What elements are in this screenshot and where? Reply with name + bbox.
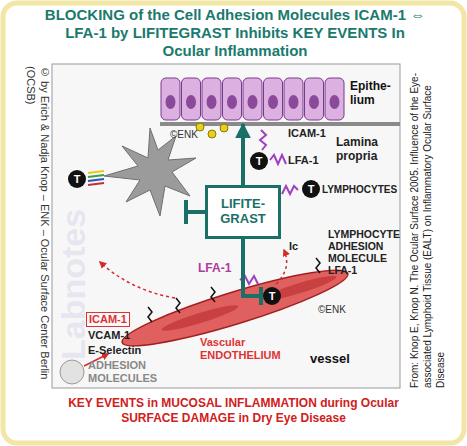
title: BLOCKING of the Cell Adhesion Molecules …	[40, 6, 430, 60]
dendritic-cell	[104, 128, 196, 216]
group-label: ADHESION MOLECULES	[88, 359, 166, 384]
cell-nucleus	[309, 95, 319, 109]
epithelial-cell	[223, 78, 242, 120]
adhesion-zigzag	[211, 287, 215, 302]
node-label-holder: Epithe- lium	[350, 79, 400, 108]
cell-body	[243, 78, 262, 120]
epithelium-layer: Epithe- lium	[160, 76, 400, 124]
caption: KEY EVENTS in MUCOSAL INFLAMMATION durin…	[60, 396, 407, 426]
copyright-note: © by Erich & Nadja Knop – ENK – Ocular S…	[18, 66, 52, 388]
node-text: Epithe- lium	[350, 79, 400, 108]
cell-body	[264, 78, 283, 120]
epithelial-cell	[264, 78, 283, 120]
cell-nucleus	[289, 95, 299, 109]
cell-label: LYMPHOCYTES	[322, 184, 398, 196]
lfa-zigzag	[270, 155, 286, 164]
inhibition-connector	[241, 124, 245, 185]
cell-nucleus	[186, 95, 196, 109]
copyright-mark: ©ENK	[318, 304, 358, 316]
molecule-label: VCAM-1	[88, 329, 148, 342]
watermark: Labnotes	[54, 140, 100, 360]
cell-nucleus	[227, 95, 237, 109]
antigen-signal	[88, 175, 104, 177]
epithelial-cell	[305, 78, 324, 120]
figure-panel	[52, 64, 400, 388]
node-text: LIFITE- GRAST	[208, 197, 278, 227]
molecule-label: LFA-1	[288, 154, 328, 167]
epithelial-cell	[243, 78, 262, 120]
cell-nucleus	[166, 95, 176, 109]
block-line	[186, 210, 205, 214]
epithelial-cells	[160, 76, 348, 122]
inhibition-connector	[243, 239, 261, 296]
cell-nucleus	[207, 95, 217, 109]
block-bar	[184, 200, 188, 224]
node-text: T	[308, 183, 315, 195]
lymphocyte-cell: T	[302, 180, 320, 198]
cell-body	[305, 78, 324, 120]
tissue-label: Vascular ENDOTHELIUM	[200, 336, 292, 361]
endothelial-cell	[160, 302, 239, 335]
adhesion-zigzag	[316, 258, 320, 273]
migration-arrow	[100, 262, 175, 298]
migration-arrow	[276, 250, 287, 284]
antigen-signal	[88, 171, 104, 173]
antigen-signal	[88, 183, 104, 185]
lymphocyte-cell: T	[68, 170, 86, 188]
icam-dot	[208, 130, 216, 138]
epithelial-cell	[284, 78, 303, 120]
cell-label: Ic	[289, 240, 309, 253]
molecule-label: E-Selectin	[88, 344, 158, 357]
block-bar	[259, 287, 263, 305]
molecule-label: LYMPHOCYTE ADHESION MOLECULE LFA-1	[328, 228, 400, 276]
epithelial-cell	[325, 78, 344, 120]
source-citation: From: Knop E, Knop N. The Ocular Surface…	[408, 66, 460, 388]
drug-box: LIFITE- GRAST	[205, 185, 281, 239]
connector-group	[243, 239, 261, 305]
cell-body	[182, 78, 201, 120]
molecule-label: ICAM-1	[86, 312, 130, 327]
lymphocyte-cell: T	[250, 152, 268, 170]
outer-frame	[3, 3, 464, 443]
node-text: T	[74, 173, 81, 185]
lfa-zigzag	[260, 130, 266, 150]
molecule-label: LFA-1	[198, 262, 238, 276]
molecule-label: ICAM-1	[288, 127, 338, 140]
epithelial-cell	[182, 78, 201, 120]
copyright-mark: ©ENK	[170, 129, 210, 141]
cell-body	[161, 78, 180, 120]
cell-nucleus	[330, 95, 340, 109]
tissue-label: Lamina propria	[336, 136, 394, 164]
cell-nucleus	[268, 95, 278, 109]
lymphocyte-cell: T	[263, 287, 281, 305]
connector-group	[243, 124, 244, 185]
node-text: T	[269, 290, 276, 302]
adhesion-zigzag	[148, 307, 152, 322]
icam-dot	[220, 124, 228, 132]
lfa-zigzag	[282, 186, 298, 194]
lfa-zigzag	[240, 276, 258, 284]
cell-body	[202, 78, 221, 120]
epithelial-cell	[202, 78, 221, 120]
cell-body	[284, 78, 303, 120]
node-text: T	[256, 155, 263, 167]
vessel-section	[60, 360, 84, 384]
tissue-label: vessel	[310, 352, 370, 367]
cell-body	[325, 78, 344, 120]
epithelial-cell	[161, 78, 180, 120]
adhesion-zigzag	[176, 298, 180, 313]
cell-body	[223, 78, 242, 120]
antigen-signal	[88, 179, 104, 181]
cell-nucleus	[248, 95, 258, 109]
